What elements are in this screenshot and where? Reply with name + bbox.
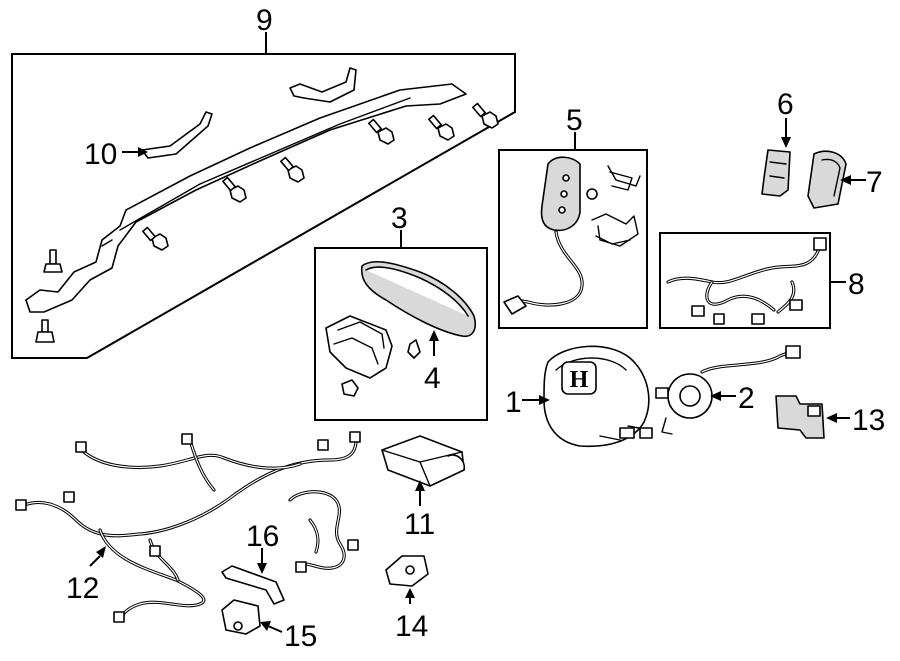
seat-bracket-bottom <box>591 213 639 247</box>
sensor-cover-7 <box>807 150 847 209</box>
callout-2: 2 <box>738 382 755 415</box>
callout-13: 13 <box>852 404 885 437</box>
knee-airbag-module <box>325 315 393 379</box>
bolt-icon <box>280 156 305 183</box>
callout-6: 6 <box>777 88 794 121</box>
callout-1: 1 <box>505 386 522 419</box>
front-sensor-15 <box>221 599 261 635</box>
callout-8: 8 <box>848 268 865 301</box>
callout-10: 10 <box>84 138 117 171</box>
callout-labels: 9 10 3 4 5 6 7 8 1 2 13 11 12 16 14 15 <box>66 4 885 653</box>
callout-9: 9 <box>256 4 273 37</box>
callout-14: 14 <box>395 610 428 643</box>
main-wire-harness-12 <box>15 431 361 623</box>
leader-lines <box>89 32 866 633</box>
seat-airbag-group <box>498 149 648 329</box>
curtain-bracket-10 <box>141 111 213 159</box>
callout-4: 4 <box>424 362 441 395</box>
group-box-9 <box>11 53 516 359</box>
bolt-icon <box>428 114 455 141</box>
srs-control-unit-11 <box>381 435 466 487</box>
callout-5: 5 <box>566 104 583 137</box>
callout-15: 15 <box>284 620 317 653</box>
callout-3: 3 <box>391 202 408 235</box>
callout-12: 12 <box>66 572 99 605</box>
driver-airbag-1: H <box>543 345 653 448</box>
bolt-icon <box>472 102 499 129</box>
bolt-icon <box>35 319 55 343</box>
bolt-icon <box>142 226 169 251</box>
sensor-harness-group <box>659 232 831 329</box>
curtain-airbag <box>25 83 467 313</box>
impact-sensor-14 <box>385 555 429 587</box>
side-sensor-6 <box>761 149 791 197</box>
callout-11: 11 <box>404 508 435 541</box>
curtain-bracket-top <box>289 67 357 103</box>
callout-16: 16 <box>246 520 279 553</box>
bracket-13 <box>775 395 825 439</box>
callout-7: 7 <box>866 166 883 199</box>
seat-bracket-top <box>607 165 641 191</box>
brand-badge: H <box>570 367 589 393</box>
bolt-icon <box>43 249 63 273</box>
bolt-icon <box>368 118 395 145</box>
group-box-5 <box>498 149 648 329</box>
harness-bracket-16 <box>221 565 285 605</box>
clockspring-2 <box>655 345 801 435</box>
bolt-icon <box>222 176 247 203</box>
curtain-airbag-group <box>11 53 516 359</box>
knee-airbag-group <box>314 247 488 421</box>
group-box-8 <box>659 232 831 329</box>
